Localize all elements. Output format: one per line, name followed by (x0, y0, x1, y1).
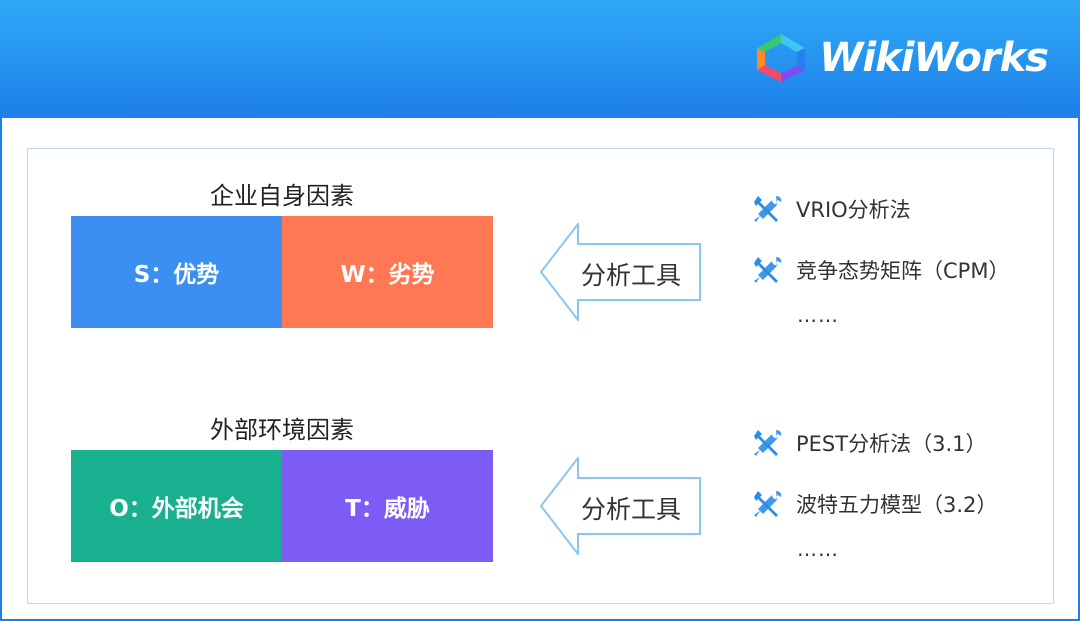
brand-name: WikiWorks (819, 35, 1049, 81)
arrow-label-external: 分析工具 (580, 495, 681, 524)
tool-item: VRIO分析法 (752, 193, 911, 225)
box-opportunities: O：外部机会 (71, 450, 282, 562)
tool-item: 竞争态势矩阵（CPM） (752, 254, 1009, 286)
more-ellipsis: …… (797, 303, 839, 327)
brand-logo: WikiWorks (753, 26, 1049, 90)
arrow-left-icon (540, 223, 701, 321)
tool-label: 竞争态势矩阵（CPM） (796, 259, 1010, 283)
wikiworks-logo-icon (757, 34, 806, 82)
section-title-external: 外部环境因素 (210, 416, 354, 444)
header-banner: WikiWorks (0, 0, 1080, 118)
tool-label: VRIO分析法 (796, 198, 911, 222)
arrow-label-internal: 分析工具 (580, 261, 681, 290)
box-weaknesses: W：劣势 (282, 216, 493, 328)
tool-label: PEST分析法（3.1） (796, 432, 987, 456)
tools-icon (754, 430, 782, 456)
box-threats: T：威胁 (282, 450, 493, 562)
arrow-left-icon (540, 457, 701, 555)
tools-icon (754, 196, 782, 222)
tool-item: PEST分析法（3.1） (752, 427, 987, 459)
box-strengths: S：优势 (71, 216, 282, 328)
section-title-internal: 企业自身因素 (210, 182, 354, 210)
tools-icon (754, 257, 782, 283)
more-ellipsis: …… (797, 537, 839, 561)
tools-icon (754, 491, 782, 517)
tool-label: 波特五力模型（3.2） (796, 493, 998, 517)
tool-item: 波特五力模型（3.2） (752, 488, 997, 520)
